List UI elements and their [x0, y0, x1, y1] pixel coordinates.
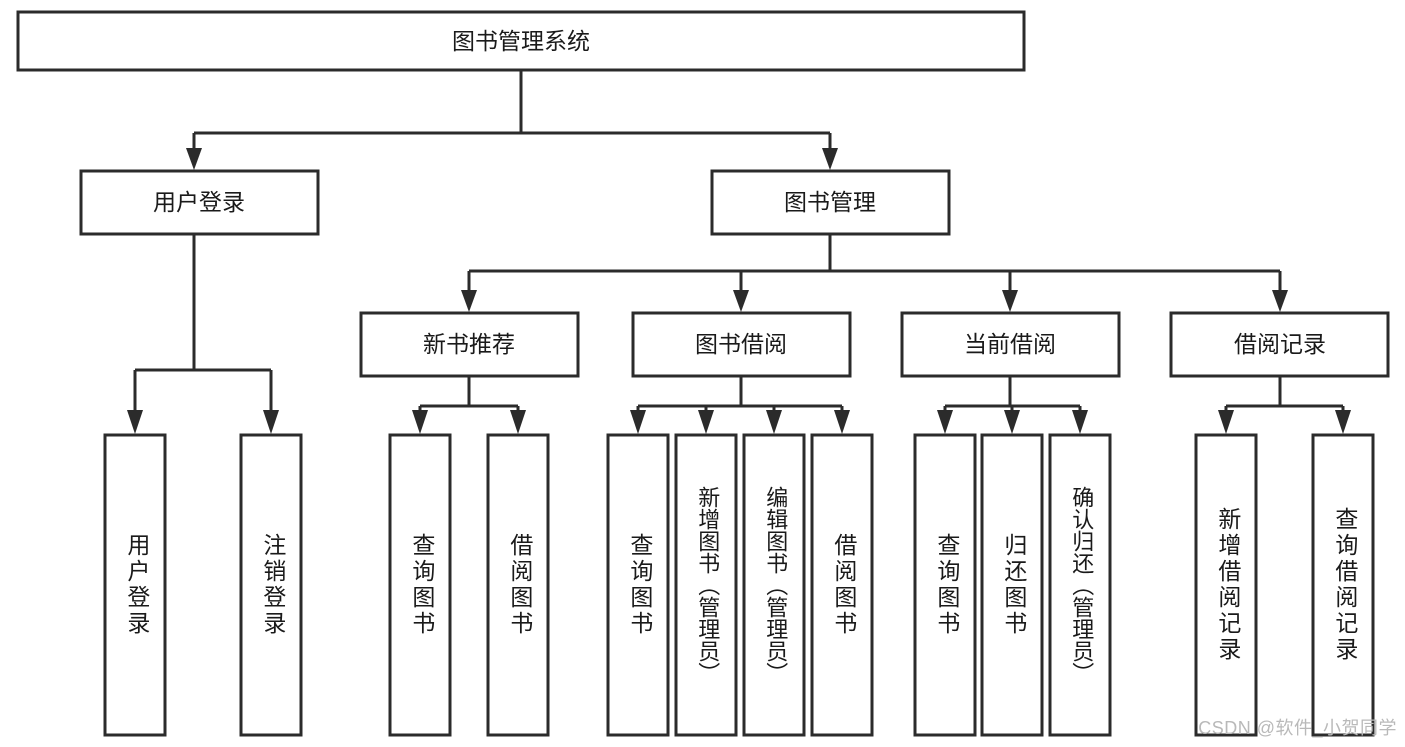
arrow-currentborrow-l1-icon [937, 410, 953, 434]
node-leaf-query-record-label: 查询借阅记录 [1332, 507, 1359, 663]
node-leaf-query-book-2-label: 查询图书 [627, 533, 654, 637]
node-new-book-rec-box[interactable] [359, 311, 580, 378]
node-leaf-add-book-label: 新增图书（管理员） [695, 486, 720, 684]
node-book-manage-box[interactable] [710, 169, 951, 236]
node-book-borrow[interactable]: 图书借阅 [631, 311, 852, 378]
node-leaf-confirm-return-label: 确认归还（管理员） [1069, 486, 1094, 684]
node-leaf-query-book-2-box[interactable] [606, 433, 670, 737]
node-user-login-box[interactable] [79, 169, 320, 236]
node-leaf-confirm-return-box[interactable] [1048, 433, 1112, 737]
node-book-borrow-label: 图书借阅 [695, 331, 787, 357]
node-layer: 图书管理系统 用户登录 图书管理 新书推荐 图书借阅 [16, 10, 1390, 737]
node-leaf-edit-book[interactable]: 编辑图书（管理员） [742, 433, 806, 737]
node-leaf-logout[interactable]: 注销登录 [239, 433, 303, 737]
node-leaf-edit-book-box[interactable] [742, 433, 806, 737]
node-leaf-query-book-1-label: 查询图书 [409, 533, 436, 637]
arrow-currentborrow-l3-icon [1072, 410, 1088, 434]
node-book-manage-label: 图书管理 [784, 189, 876, 215]
node-borrow-record-label: 借阅记录 [1234, 331, 1326, 357]
arrow-bm-to-borrowrecord-icon [1272, 290, 1288, 312]
arrow-borrowrecord-l2-icon [1335, 410, 1351, 434]
node-leaf-add-book-box[interactable] [674, 433, 738, 737]
arrow-bm-to-bookborrow-icon [733, 290, 749, 312]
node-root-label: 图书管理系统 [452, 28, 590, 54]
node-root-box[interactable] [16, 10, 1026, 72]
node-leaf-return-book[interactable]: 归还图书 [980, 433, 1044, 737]
node-leaf-borrow-book-1[interactable]: 借阅图书 [486, 433, 550, 737]
node-leaf-query-book-1[interactable]: 查询图书 [388, 433, 452, 737]
node-leaf-confirm-return[interactable]: 确认归还（管理员） [1048, 433, 1112, 737]
node-leaf-query-book-3[interactable]: 查询图书 [913, 433, 977, 737]
arrow-bookborrow-l1-icon [630, 410, 646, 434]
arrow-borrowrecord-l1-icon [1218, 410, 1234, 434]
arrow-bookborrow-l2-icon [698, 410, 714, 434]
node-leaf-logout-label: 注销登录 [260, 533, 287, 637]
node-leaf-logout-box[interactable] [239, 433, 303, 737]
node-leaf-query-book-1-box[interactable] [388, 433, 452, 737]
node-leaf-user-login[interactable]: 用户登录 [103, 433, 167, 737]
edge-layer [127, 70, 1351, 434]
arrow-root-to-book-manage-icon [822, 148, 838, 170]
arrow-bookborrow-l4-icon [834, 410, 850, 434]
node-leaf-query-record[interactable]: 查询借阅记录 [1311, 433, 1375, 737]
node-leaf-query-book-3-box[interactable] [913, 433, 977, 737]
node-book-borrow-box[interactable] [631, 311, 852, 378]
arrow-root-to-user-login-icon [186, 148, 202, 170]
node-current-borrow[interactable]: 当前借阅 [900, 311, 1121, 378]
node-current-borrow-box[interactable] [900, 311, 1121, 378]
node-borrow-record-box[interactable] [1169, 311, 1390, 378]
node-leaf-edit-book-label: 编辑图书（管理员） [763, 486, 788, 684]
node-leaf-return-book-box[interactable] [980, 433, 1044, 737]
node-current-borrow-label: 当前借阅 [964, 331, 1056, 357]
node-leaf-query-book-3-label: 查询图书 [934, 533, 961, 637]
node-leaf-borrow-book-2-label: 借阅图书 [831, 533, 858, 637]
node-leaf-borrow-book-1-label: 借阅图书 [507, 533, 534, 637]
node-leaf-borrow-book-1-box[interactable] [486, 433, 550, 737]
arrow-bm-to-currentborrow-icon [1002, 290, 1018, 312]
node-new-book-rec[interactable]: 新书推荐 [359, 311, 580, 378]
node-leaf-return-book-label: 归还图书 [1001, 533, 1028, 637]
arrow-bm-to-newbook-icon [461, 290, 477, 312]
node-leaf-query-record-box[interactable] [1311, 433, 1375, 737]
node-leaf-borrow-book-2[interactable]: 借阅图书 [810, 433, 874, 737]
node-leaf-borrow-book-2-box[interactable] [810, 433, 874, 737]
node-user-login-label: 用户登录 [153, 189, 245, 215]
arrow-bookborrow-l3-icon [766, 410, 782, 434]
node-new-book-rec-label: 新书推荐 [423, 331, 515, 357]
node-leaf-query-book-2[interactable]: 查询图书 [606, 433, 670, 737]
node-leaf-user-login-box[interactable] [103, 433, 167, 737]
node-leaf-add-book[interactable]: 新增图书（管理员） [674, 433, 738, 737]
arrow-newbook-l2-icon [510, 410, 526, 434]
node-borrow-record[interactable]: 借阅记录 [1169, 311, 1390, 378]
arrow-user-login-l1-icon [127, 410, 143, 434]
node-user-login[interactable]: 用户登录 [79, 169, 320, 236]
node-book-manage[interactable]: 图书管理 [710, 169, 951, 236]
arrow-user-login-l2-icon [263, 410, 279, 434]
watermark-text: CSDN @软件_小贺同学 [1198, 718, 1397, 738]
arrow-currentborrow-l2-icon [1004, 410, 1020, 434]
node-root[interactable]: 图书管理系统 [16, 10, 1026, 72]
node-leaf-add-record-label: 新增借阅记录 [1215, 507, 1242, 663]
node-leaf-user-login-label: 用户登录 [124, 533, 151, 637]
arrow-newbook-l1-icon [412, 410, 428, 434]
node-leaf-add-record-box[interactable] [1194, 433, 1258, 737]
node-leaf-add-record[interactable]: 新增借阅记录 [1194, 433, 1258, 737]
